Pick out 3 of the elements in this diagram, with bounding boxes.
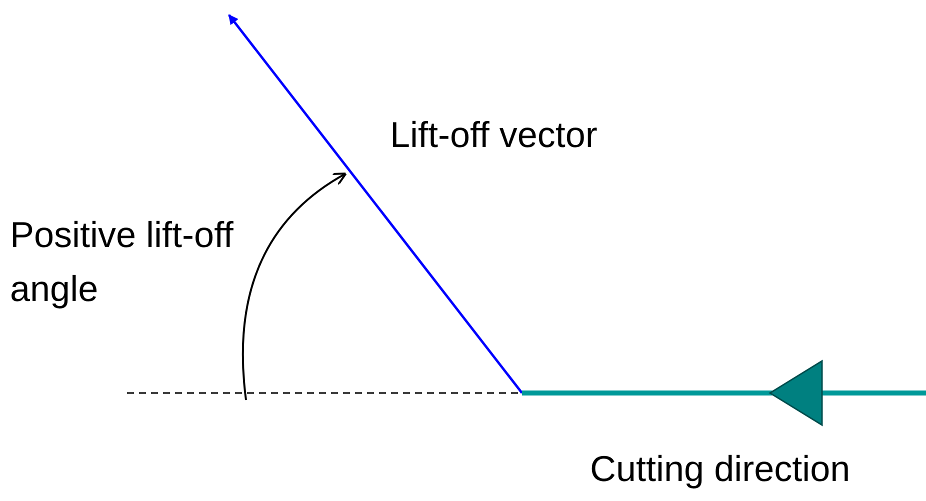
direction-label: Cutting direction: [590, 447, 850, 491]
vector-label: Lift-off vector: [390, 113, 598, 157]
angle-label: Positive lift-off angle: [10, 213, 234, 311]
